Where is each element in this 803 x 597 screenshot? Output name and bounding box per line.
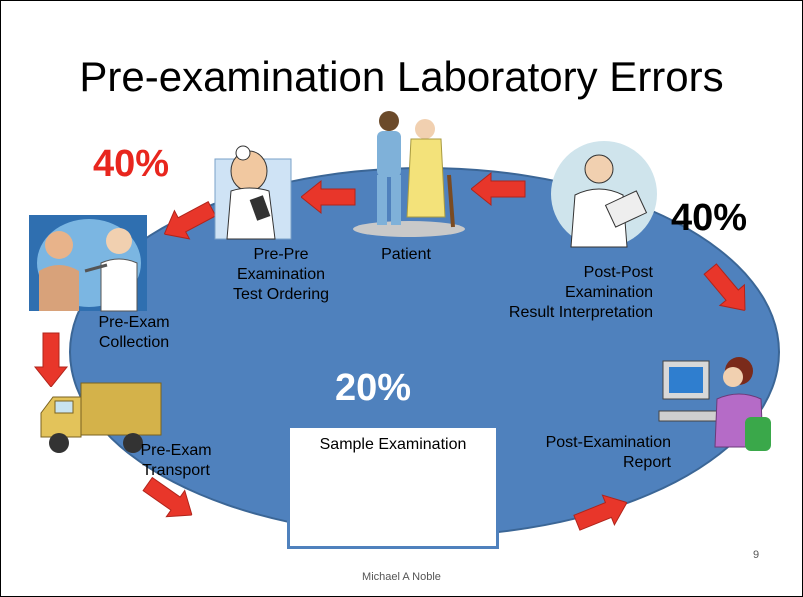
label-post-examination-report: Post-Examination Report <box>545 434 671 471</box>
arrow-prepre-left <box>301 179 356 215</box>
truck-icon <box>40 382 162 453</box>
doctor-pointing-icon <box>214 145 292 240</box>
nurse-patient-icon <box>29 215 147 312</box>
doctor-clipboard-icon <box>551 141 657 248</box>
label-pre-exam-collection: Pre-Exam Collection <box>98 314 170 351</box>
arrow-to-collection <box>163 201 217 240</box>
label-pre-pre-examination: Pre-Pre Examination Test Ordering <box>232 246 330 303</box>
arrow-collection-to-transport <box>33 332 69 387</box>
footer-author: Michael A Noble <box>362 571 441 583</box>
arrow-exam-to-report <box>573 494 628 531</box>
slide-number: 9 <box>753 549 760 561</box>
arrow-patient-to-prepre <box>471 171 526 207</box>
sample-examination-title: Sample Examination <box>319 436 467 453</box>
label-post-post-examination: Post-Post Examination Result Interpretat… <box>508 264 653 321</box>
label-pre-exam-transport: Pre-Exam Transport <box>140 442 212 479</box>
arrow-transport-to-exam <box>142 476 193 518</box>
percent-post-post: 40% <box>671 197 748 239</box>
patient-walking-icon <box>353 111 465 237</box>
slide-title: Pre-examination Laboratory Errors <box>79 53 724 100</box>
arrow-report-to-postpost <box>703 263 746 312</box>
percent-pre-pre: 40% <box>93 143 170 185</box>
percent-examination: 20% <box>335 367 412 409</box>
computer-worker-icon <box>658 357 771 451</box>
sample-examination-box: Sample Examination <box>287 425 499 549</box>
label-patient: Patient <box>381 246 431 263</box>
